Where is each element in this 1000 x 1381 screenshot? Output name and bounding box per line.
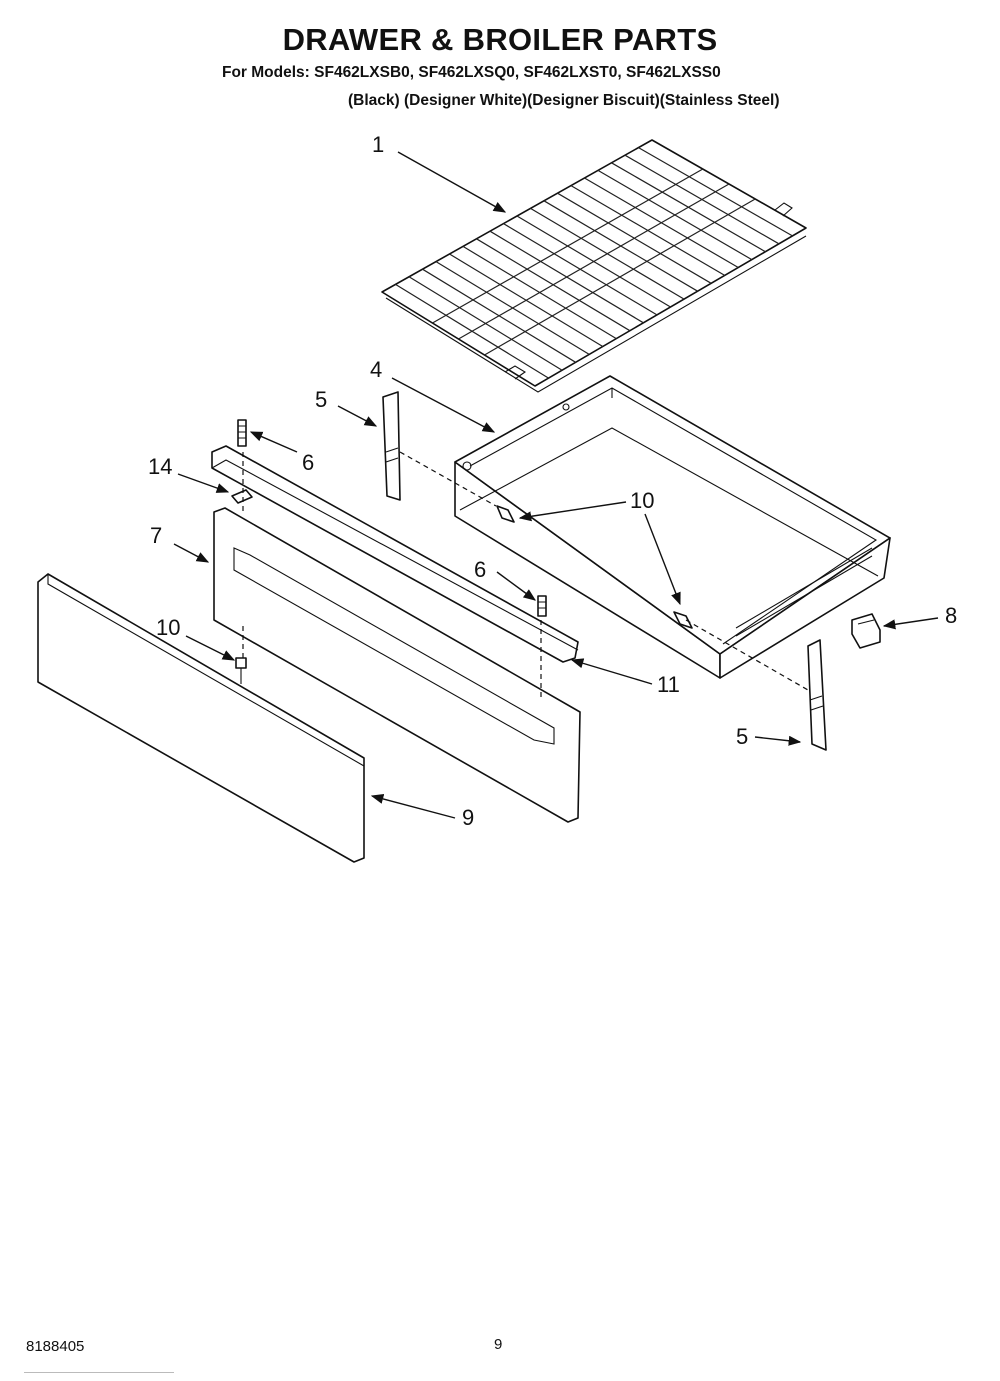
page-number: 9: [494, 1336, 503, 1353]
front-rail-bracket: [211, 445, 579, 663]
callout-5-left: 5: [315, 387, 327, 412]
callout-11: 11: [657, 672, 680, 697]
callout-8: 8: [945, 603, 957, 628]
screw-pan-lower: [673, 611, 693, 629]
callout-10-pan: 10: [630, 488, 654, 513]
callout-6-lower: 6: [474, 557, 486, 582]
callout-7: 7: [150, 523, 162, 548]
drawer-front-panel: [37, 573, 365, 863]
page-title: DRAWER & BROILER PARTS: [282, 22, 718, 57]
callout-4: 4: [370, 357, 382, 382]
document-number: 8188405: [26, 1338, 85, 1355]
callout-14: 14: [148, 454, 172, 479]
drawer-slide-left: [382, 391, 401, 501]
stud-lower: [537, 595, 547, 617]
screw-front: [235, 657, 247, 684]
callout-6-upper: 6: [302, 450, 314, 475]
broiler-grid: [381, 139, 807, 393]
drawer-inner-panel: [213, 507, 581, 823]
callout-9: 9: [462, 805, 474, 830]
bracket-part-8: [851, 613, 881, 649]
screw-pan-upper: [496, 505, 515, 523]
callout-5-right: 5: [736, 724, 748, 749]
clip-part: [231, 489, 253, 504]
stud-upper: [237, 419, 247, 447]
drawer-slide-right: [807, 639, 827, 751]
callout-1: 1: [372, 132, 384, 157]
models-line: For Models: SF462LXSB0, SF462LXSQ0, SF46…: [222, 64, 721, 81]
footer-divider: [24, 1372, 174, 1373]
callout-10-front: 10: [156, 615, 180, 640]
finishes-line: (Black) (Designer White)(Designer Biscui…: [348, 92, 780, 109]
